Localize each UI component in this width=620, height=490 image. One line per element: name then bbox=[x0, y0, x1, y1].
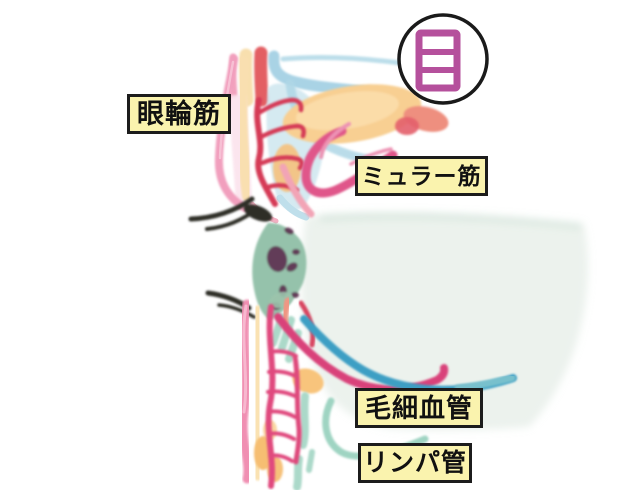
label-muller-text: ミュラー筋 bbox=[361, 162, 482, 189]
blue-under-margin bbox=[276, 194, 310, 221]
inner-margin-pink-arc bbox=[279, 163, 315, 218]
ladder-left-rail bbox=[265, 304, 276, 489]
eyeball-top-edge bbox=[319, 212, 583, 229]
lash-margin-blob bbox=[243, 204, 273, 222]
orbital-fat-pad bbox=[282, 84, 422, 144]
label-lymph-text: リンパ管 bbox=[362, 448, 467, 477]
lower-fat-blobs bbox=[254, 368, 324, 482]
label-orbicularis-oculi: 眼輪筋 bbox=[127, 94, 231, 134]
me-kanji-icon bbox=[415, 29, 461, 92]
thin-blue-streak bbox=[280, 55, 403, 66]
levator-end-blob-dark bbox=[395, 117, 419, 135]
lower-skin-highlight bbox=[242, 304, 248, 414]
label-capillaries: 毛細血管 bbox=[355, 388, 483, 428]
eye-kanji-badge bbox=[397, 13, 489, 105]
label-orbicularis-text: 眼輪筋 bbox=[137, 98, 221, 129]
label-capillary-text: 毛細血管 bbox=[364, 393, 473, 423]
label-lymph-vessel: リンパ管 bbox=[358, 443, 472, 483]
vein-teal-tail bbox=[454, 374, 516, 392]
ladder-right-rail bbox=[292, 354, 302, 465]
upper-capillary-tree bbox=[254, 97, 306, 207]
cream-band bbox=[235, 56, 254, 202]
muscle-strip-red bbox=[254, 46, 269, 107]
label-muller-muscle: ミュラー筋 bbox=[355, 156, 488, 196]
upper-eyelashes bbox=[188, 196, 273, 231]
capillary-ladder bbox=[265, 304, 302, 489]
